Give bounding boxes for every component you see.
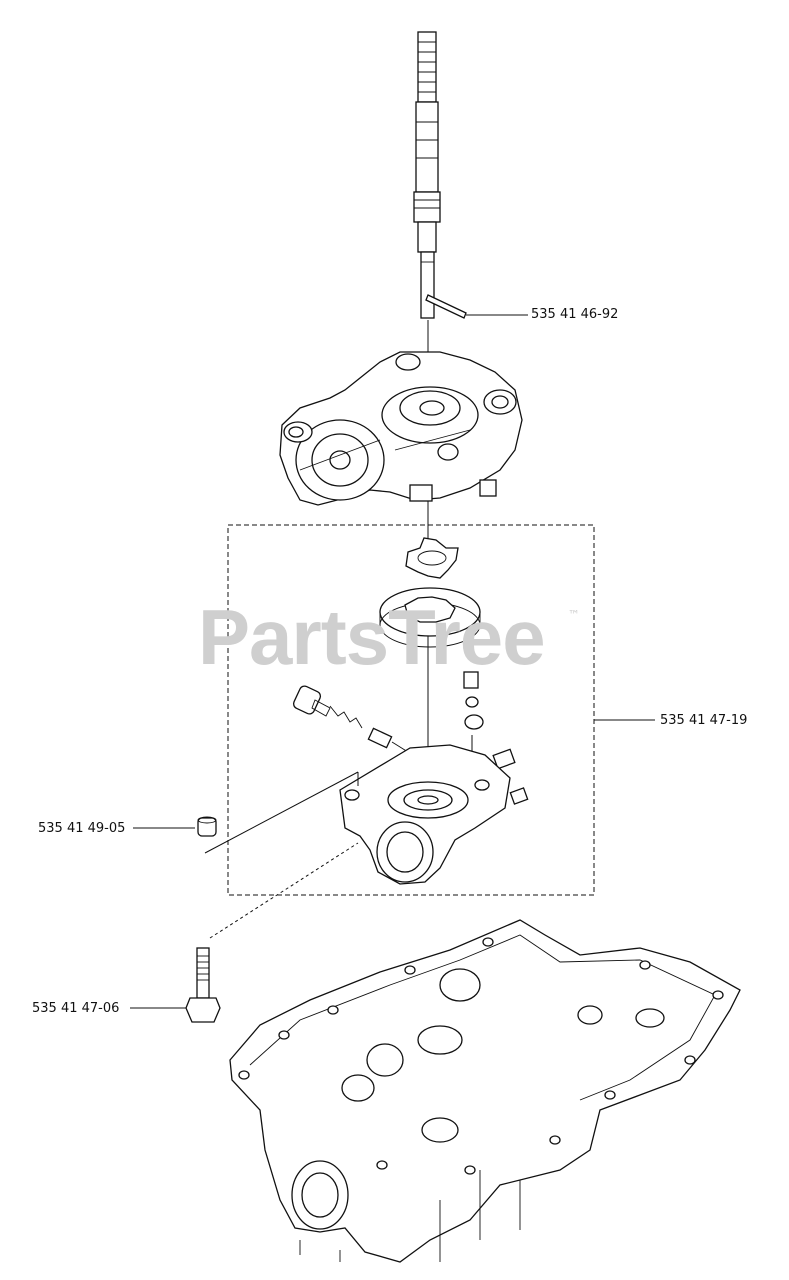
watermark-trademark: ™: [568, 608, 580, 622]
bolt-alignment-line: [209, 842, 359, 939]
callout-label-pump-assembly[interactable]: 535 41 47-19: [660, 713, 748, 728]
relief-valve-icon: [292, 685, 409, 753]
leader-line-plug-a: [204, 771, 359, 854]
callout-label-bolt[interactable]: 535 41 47-06: [32, 1001, 120, 1016]
pin-icon: [425, 294, 467, 319]
watermark: PartsTree: [198, 593, 546, 681]
callout-label-plug[interactable]: 535 41 49-05: [38, 821, 126, 836]
input-shaft-icon: [413, 31, 441, 319]
check-valve-icon: [463, 671, 529, 805]
plug-icon: [197, 816, 217, 837]
lower-case-icon: [229, 919, 741, 1263]
outer-rotor-icon: [379, 587, 481, 648]
upper-housing-icon: [279, 351, 523, 506]
bolt-icon: [185, 947, 221, 1023]
callout-label-pin[interactable]: 535 41 46-92: [531, 307, 619, 322]
pump-body-icon: [339, 744, 511, 885]
inner-rotor-icon: [405, 537, 459, 579]
